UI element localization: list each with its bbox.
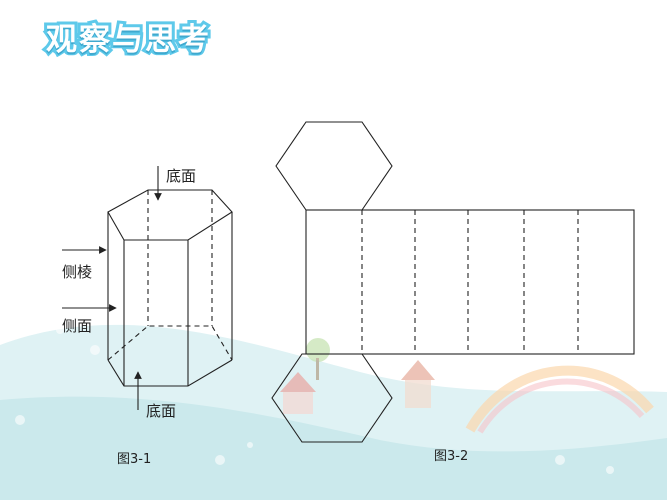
net-lateral-strip xyxy=(305,209,635,355)
prism-bottom-front xyxy=(107,359,233,387)
label-arrows xyxy=(62,166,162,410)
caption-figure-2: 图3-2 xyxy=(434,449,468,464)
caption-figure-1: 图3-1 xyxy=(117,452,151,467)
net-fold-lines xyxy=(361,210,579,354)
label-bottom-base: 底面 xyxy=(146,402,176,420)
houses xyxy=(280,338,435,414)
rainbow xyxy=(465,365,654,433)
hill-front xyxy=(0,396,667,500)
page-title: 观察与思考 xyxy=(43,19,212,61)
net-top-hexagon xyxy=(275,121,393,211)
label-top-base: 底面 xyxy=(166,167,196,185)
prism-top-base xyxy=(107,189,233,241)
label-lateral-edge: 侧棱 xyxy=(62,263,92,281)
rainbow-inner xyxy=(477,378,645,434)
net-bottom-hexagon xyxy=(271,353,393,443)
prism-net xyxy=(271,121,635,443)
prism-hidden-edges xyxy=(107,190,233,361)
hexagonal-prism xyxy=(107,189,233,387)
bokeh-dots xyxy=(15,294,614,474)
label-lateral-face: 侧面 xyxy=(62,317,92,335)
